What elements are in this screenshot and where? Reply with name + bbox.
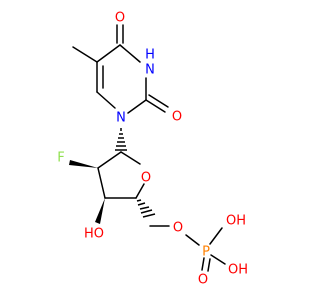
atom-o5: O bbox=[173, 221, 183, 236]
bond-p-o bbox=[201, 257, 205, 271]
bond-c6-n1 bbox=[96, 91, 116, 109]
bond-c2-o2 bbox=[145, 99, 166, 113]
bond-c1p-oring bbox=[120, 151, 141, 165]
bond-c3p-c2p bbox=[97, 167, 106, 199]
bonds bbox=[69, 24, 226, 272]
wedge-c2p-f bbox=[69, 160, 98, 168]
atom-f: F bbox=[57, 151, 64, 166]
atom-oh-p2: OH bbox=[228, 263, 248, 278]
atom-n3-h: H bbox=[145, 48, 155, 63]
bond-n3-c4 bbox=[119, 44, 141, 63]
atom-n1: N bbox=[116, 111, 126, 126]
bond-c4-c5 bbox=[96, 44, 121, 63]
atom-n3: N bbox=[145, 63, 155, 78]
molecule-structure-diagram: O H N O N F O HO O P OH OH O bbox=[57, 11, 248, 288]
atom-o-p: O bbox=[198, 273, 208, 288]
bond-p-ohright bbox=[210, 254, 226, 265]
hashed-bond-c4p-c5p bbox=[136, 199, 156, 218]
bond-p-ohtop bbox=[209, 227, 223, 245]
hashed-bond-n1-c1p bbox=[115, 128, 127, 151]
atom-o4: O bbox=[115, 11, 125, 26]
bond-c1p-c2p bbox=[97, 151, 122, 169]
bond-o5-p bbox=[185, 234, 200, 246]
atom-oh-c3: HO bbox=[84, 227, 104, 242]
bond-p-o-double bbox=[207, 258, 211, 272]
wedge-c3p-oh bbox=[95, 198, 105, 224]
bond-n1-c2 bbox=[127, 99, 147, 114]
atom-o2: O bbox=[172, 110, 182, 125]
bond-c5-methyl bbox=[72, 46, 98, 63]
atom-labels: O H N O N F O HO O P OH OH O bbox=[57, 11, 248, 288]
atom-oh-p1: OH bbox=[226, 214, 246, 229]
bond-oring-c4p bbox=[135, 183, 145, 199]
atom-p: P bbox=[202, 245, 210, 260]
atom-o-ring: O bbox=[141, 171, 151, 186]
bond-c2-o2-double bbox=[148, 94, 169, 108]
